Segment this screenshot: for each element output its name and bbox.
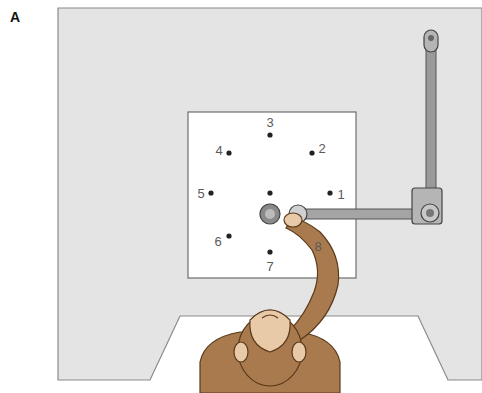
panel-letter: A bbox=[10, 10, 20, 24]
target-number: 6 bbox=[214, 235, 221, 248]
target-number: 5 bbox=[197, 187, 204, 200]
target-number: 4 bbox=[215, 144, 222, 157]
target-number: 1 bbox=[337, 188, 344, 201]
monkey bbox=[200, 213, 340, 393]
manipulandum bbox=[260, 30, 442, 224]
table bbox=[58, 8, 482, 380]
target-number: 2 bbox=[318, 142, 325, 155]
target-number: 3 bbox=[266, 116, 273, 129]
target-number: 7 bbox=[266, 260, 273, 273]
target-number: 8 bbox=[314, 240, 321, 253]
